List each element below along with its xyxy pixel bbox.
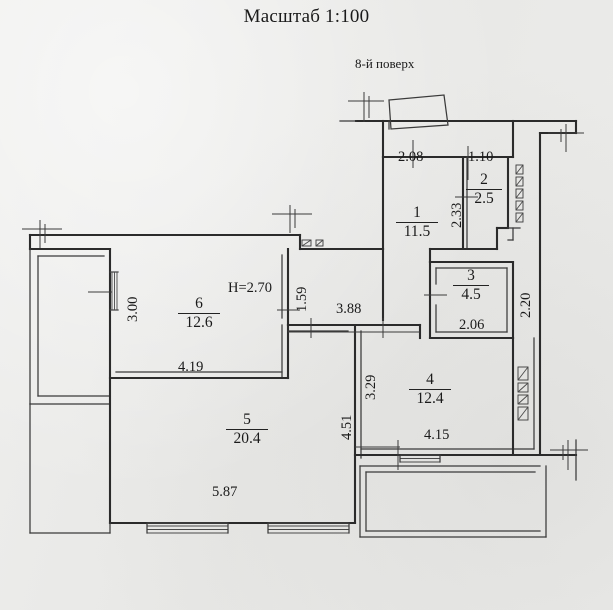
room-number: 3 [453, 268, 489, 286]
dimension-2-06: 2.06 [459, 317, 485, 333]
ceiling-height-note: H=2.70 [228, 280, 273, 296]
room-label-3: 3 4.5 [453, 268, 489, 303]
floor-label: 8-й поверх [355, 56, 415, 71]
room-area: 12.4 [416, 389, 444, 407]
dimension-2-33: 2.33 [449, 202, 465, 228]
dimension-ticks [88, 140, 478, 470]
dimension-3-88: 3.88 [336, 301, 362, 317]
room-area: 4.5 [461, 285, 481, 303]
dimension-3-00: 3.00 [125, 296, 141, 322]
page-title: Масштаб 1:100 [243, 6, 370, 27]
dimension-4-15: 4.15 [424, 427, 450, 443]
window-symbols [110, 271, 441, 534]
entry-canopy [388, 94, 449, 130]
room-label-4: 4 12.4 [409, 372, 451, 407]
shaft-hatch-symbols [301, 164, 529, 421]
room-area: 12.6 [185, 313, 213, 331]
room-number: 6 [178, 296, 220, 314]
dimension-3-29: 3.29 [363, 374, 379, 400]
dimension-2-08: 2.08 [398, 149, 424, 165]
dimension-1-59: 1.59 [294, 286, 310, 312]
room-number: 4 [409, 372, 451, 390]
dimension-4-19: 4.19 [178, 359, 204, 375]
room-number: 1 [396, 205, 438, 223]
room-number: 2 [466, 172, 502, 190]
room-label-6: 6 12.6 [178, 296, 220, 331]
room-label-1: 1 11.5 [396, 205, 438, 240]
interior-walls [108, 155, 542, 525]
room-label-2: 2 2.5 [466, 172, 502, 207]
dimension-2-20: 2.20 [518, 292, 534, 318]
room-area: 11.5 [403, 222, 431, 240]
room-label-5: 5 20.4 [226, 412, 268, 447]
dimension-1-10: 1.10 [468, 149, 494, 165]
room-area: 20.4 [233, 429, 261, 447]
section-markers [22, 92, 588, 470]
dimension-4-51: 4.51 [339, 414, 355, 440]
room-number: 5 [226, 412, 268, 430]
dimension-5-87: 5.87 [212, 484, 238, 500]
room-area: 2.5 [474, 189, 494, 207]
